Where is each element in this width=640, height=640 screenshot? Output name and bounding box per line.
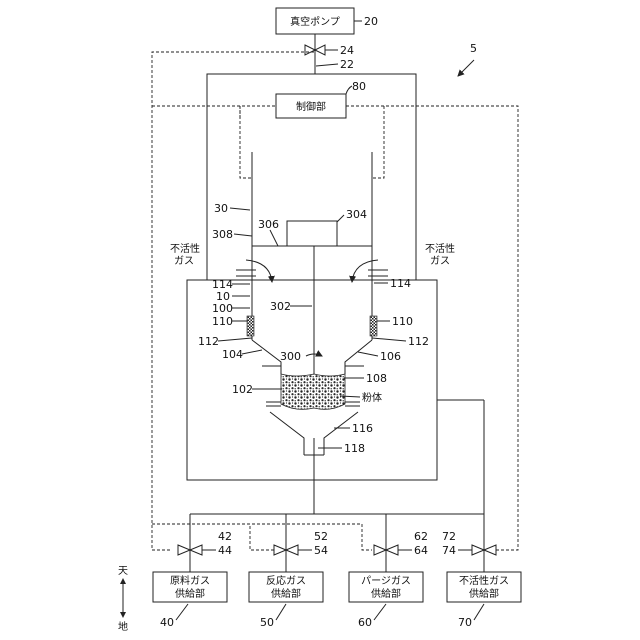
reaction-gas-supply: 反応ガス 供給部	[249, 572, 323, 602]
ref-308: 308	[212, 228, 233, 241]
ref-100: 100	[212, 302, 233, 315]
ref-50: 50	[260, 616, 274, 629]
ref-60: 60	[358, 616, 372, 629]
ref-74: 74	[442, 544, 456, 557]
inert-gas-right-1: 不活性	[425, 242, 455, 255]
ref-20: 20	[364, 15, 378, 28]
ref-72: 72	[442, 530, 456, 543]
ref-62: 62	[414, 530, 428, 543]
ref-108: 108	[366, 372, 387, 385]
inert-gas-supply: 不活性ガス 供給部	[447, 572, 521, 602]
ref-106: 106	[380, 350, 401, 363]
motor-304	[287, 221, 337, 246]
inert-gas-left-2: ガス	[174, 255, 194, 267]
purge-gas-supply: パージガス 供給部	[349, 572, 423, 602]
purge-gas-supply-line1: パージガス	[361, 575, 411, 587]
control-unit-label: 制御部	[296, 100, 326, 113]
ref-80: 80	[352, 80, 366, 93]
inert-gas-right-2: ガス	[430, 255, 450, 267]
ref-64: 64	[414, 544, 428, 557]
ref-110-left: 110	[212, 315, 233, 328]
heater-110-left	[247, 316, 254, 336]
ref-114-right: 114	[390, 277, 411, 290]
ref-54: 54	[314, 544, 328, 557]
ref-70: 70	[458, 616, 472, 629]
ref-52: 52	[314, 530, 328, 543]
ref-306: 306	[258, 218, 279, 231]
figure-arrow	[458, 60, 474, 76]
raw-gas-supply: 原料ガス 供給部	[153, 572, 227, 602]
reaction-gas-supply-line1: 反応ガス	[266, 574, 306, 587]
ref-24: 24	[340, 44, 354, 57]
ref-112-right: 112	[408, 335, 429, 348]
direction-up: 天	[118, 566, 128, 577]
raw-gas-supply-line1: 原料ガス	[170, 574, 210, 587]
direction-down: 地	[118, 620, 128, 633]
ref-42: 42	[218, 530, 232, 543]
powder-bed	[281, 374, 345, 409]
reaction-gas-supply-line2: 供給部	[271, 587, 301, 600]
ref-110-right: 110	[392, 315, 413, 328]
ref-102: 102	[232, 383, 253, 396]
inert-gas-supply-line1: 不活性ガス	[459, 574, 509, 587]
raw-gas-supply-line2: 供給部	[175, 587, 205, 600]
inert-gas-left-1: 不活性	[170, 242, 200, 255]
vacuum-pump: 真空ポンプ	[276, 8, 354, 34]
ref-30: 30	[214, 202, 228, 215]
heater-110-right	[370, 316, 377, 336]
ref-44: 44	[218, 544, 232, 557]
ref-118: 118	[344, 442, 365, 455]
control-unit: 制御部	[276, 94, 346, 118]
ref-302: 302	[270, 300, 291, 313]
ref-40: 40	[160, 616, 174, 629]
ref-300: 300	[280, 350, 301, 363]
ref-22: 22	[340, 58, 354, 71]
ref-116: 116	[352, 422, 373, 435]
vacuum-pump-label: 真空ポンプ	[290, 15, 340, 28]
ref-112-left: 112	[198, 335, 219, 348]
inert-gas-supply-line2: 供給部	[469, 587, 499, 600]
purge-gas-supply-line2: 供給部	[371, 587, 401, 600]
ref-104: 104	[222, 348, 243, 361]
figure-number: 5	[470, 42, 477, 55]
powder-label: 粉体	[362, 391, 382, 404]
ref-304: 304	[346, 208, 367, 221]
